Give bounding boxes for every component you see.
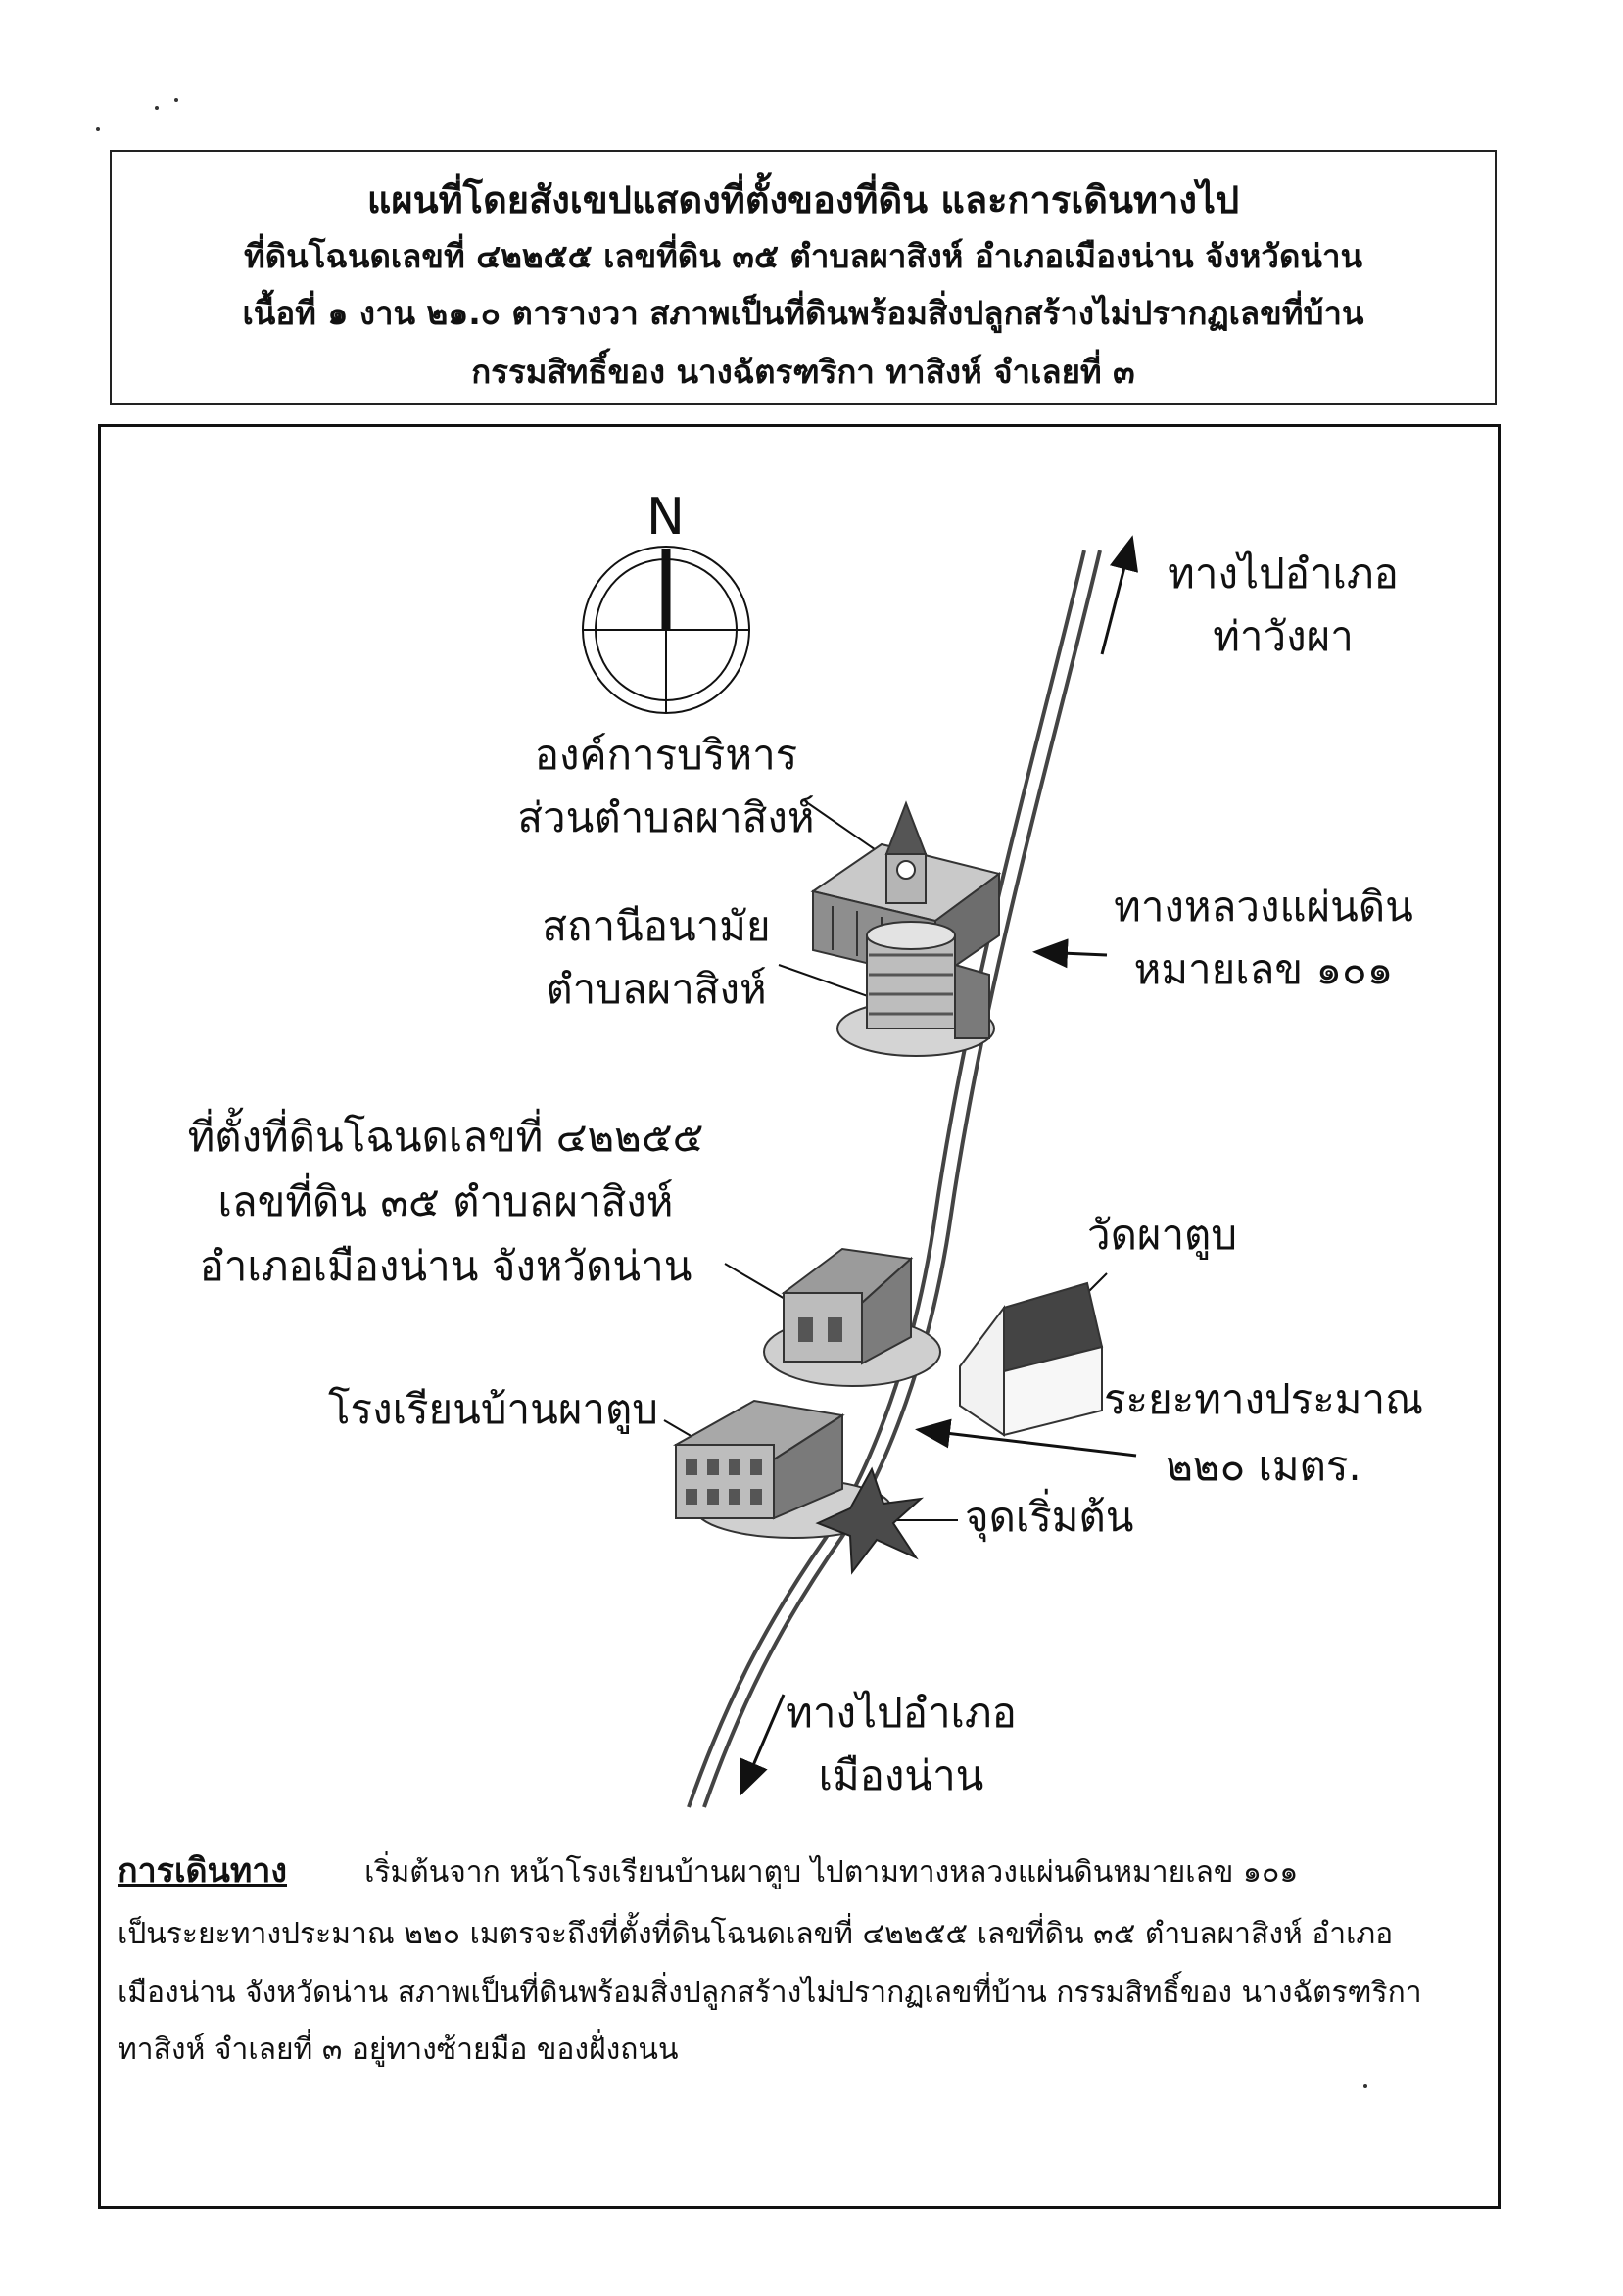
route-line-2: เป็นระยะทางประมาณ ๒๒๐ เมตรจะถึงที่ตั้งที…	[118, 1917, 1394, 1951]
label-health-station-line-1: สถานีอนามัย	[542, 902, 771, 950]
scan-speck	[96, 127, 100, 131]
title-line-1: แผนที่โดยสังเขปแสดงที่ตั้งของที่ดิน และก…	[366, 178, 1240, 221]
arrow-to-mueang-nan	[740, 1694, 786, 1796]
arrow-to-tha-wang-pha	[1100, 535, 1139, 655]
label-land-location-line-1: ที่ตั้งที่ดินโฉนดเลขที่ ๔๒๒๕๕	[187, 1113, 704, 1161]
label-health-station: สถานีอนามัย ตำบลผาสิงห์	[509, 906, 803, 1010]
label-land-location-line-2: เลขที่ดิน ๓๕ ตำบลผาสิงห์	[217, 1177, 674, 1225]
label-school: โรงเรียนบ้านผาตูบ	[328, 1385, 658, 1433]
scan-speck	[155, 106, 159, 110]
title-line-2: ที่ดินโฉนดเลขที่ ๔๒๒๕๕ เลขที่ดิน ๓๕ ตำบล…	[243, 237, 1363, 275]
label-to-tha-wang-pha: ทางไปอำเภอ ท่าวังผา	[1151, 553, 1415, 657]
label-land-location-line-3: อำเภอเมืองน่าน จังหวัดน่าน	[199, 1242, 692, 1290]
label-to-mueang-nan: ทางไปอำเภอ เมืองน่าน	[774, 1693, 1028, 1796]
title-line-4: กรรมสิทธิ์ของ นางฉัตรฑริกา ทาสิงห์ จำเลย…	[471, 353, 1135, 391]
label-to-mueang-nan-line-2: เมืองน่าน	[818, 1751, 984, 1799]
compass-icon	[582, 546, 750, 714]
label-distance: ระยะทางประมาณ ๒๒๐ เมตร.	[1087, 1379, 1440, 1487]
label-highway-line-2: หมายเลข ๑๐๑	[1133, 945, 1394, 993]
leader-health-station	[778, 964, 883, 1002]
label-tao: องค์การบริหาร ส่วนตำบลผาสิงห์	[490, 735, 842, 838]
title-box: แผนที่โดยสังเขปแสดงที่ตั้งของที่ดิน และก…	[110, 150, 1497, 405]
leader-tao	[804, 800, 883, 855]
label-tao-line-2: ส่วนตำบลผาสิงห์	[517, 793, 815, 841]
route-text-1: เริ่มต้นจาก หน้าโรงเรียนบ้านผาตูบ ไปตามท…	[364, 1855, 1299, 1889]
health-station-building-icon	[836, 921, 995, 1057]
label-to-tha-wang-pha-line-1: ทางไปอำเภอ	[1168, 550, 1399, 598]
label-distance-line-1: ระยะทางประมาณ	[1103, 1375, 1424, 1423]
label-tao-line-1: องค์การบริหาร	[534, 731, 798, 779]
label-distance-line-2: ๒๒๐ เมตร.	[1166, 1442, 1361, 1490]
title-line-3: เนื้อที่ ๑ งาน ๒๑.๐ ตารางวา สภาพเป็นที่ด…	[242, 294, 1364, 332]
map-frame	[98, 424, 1501, 2209]
route-line-1: การเดินทาง เริ่มต้นจาก หน้าโรงเรียนบ้านผ…	[118, 1854, 1298, 1888]
label-highway-101: ทางหลวงแผ่นดิน หมายเลข ๑๐๑	[1097, 886, 1430, 990]
start-point-star-icon	[815, 1466, 925, 1575]
north-label: N	[646, 488, 685, 547]
scan-speck	[174, 98, 178, 102]
arrow-distance	[915, 1418, 1137, 1458]
route-heading: การเดินทาง	[118, 1851, 287, 1890]
label-highway-line-1: ทางหลวงแผ่นดิน	[1114, 883, 1413, 931]
land-house-icon	[763, 1247, 941, 1387]
label-land-location: ที่ตั้งที่ดินโฉนดเลขที่ ๔๒๒๕๕ เลขที่ดิน …	[152, 1117, 740, 1287]
temple-building-icon	[959, 1281, 1104, 1437]
route-line-3: เมืองน่าน จังหวัดน่าน สภาพเป็นที่ดินพร้อ…	[118, 1976, 1422, 2010]
label-start-point: จุดเริ่มต้น	[965, 1493, 1134, 1541]
route-line-4: ทาสิงห์ จำเลยที่ ๓ อยู่ทางซ้ายมือ ของฝั่…	[118, 2033, 679, 2067]
scan-speck	[1363, 2084, 1367, 2088]
arrow-highway	[1032, 938, 1108, 969]
highway-101-road	[687, 550, 1102, 1808]
label-health-station-line-2: ตำบลผาสิงห์	[546, 965, 767, 1013]
label-to-mueang-nan-line-1: ทางไปอำเภอ	[786, 1689, 1017, 1737]
label-temple: วัดผาตูบ	[1087, 1211, 1237, 1259]
label-to-tha-wang-pha-line-2: ท่าวังผา	[1213, 612, 1354, 660]
